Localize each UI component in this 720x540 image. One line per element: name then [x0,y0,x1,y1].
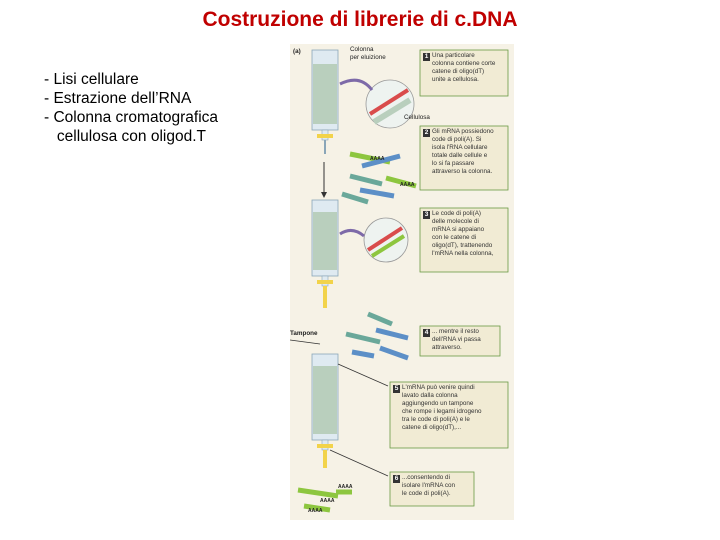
step-caption: Una particolare colonna contiene corte c… [432,52,496,83]
column-2 [311,199,339,308]
figure-illustration [289,44,514,520]
step-number: 4 [423,329,430,337]
pointer-6 [329,449,389,477]
caption-box-5 [389,381,509,449]
step-caption: ...consentendo di isolare l'mRNA con le … [402,474,455,497]
zoom-arrow-2 [339,229,365,238]
caption-box-3 [419,207,509,273]
step-caption: Le code di poli(A) delle molecole di mRN… [432,210,494,257]
polya-label: AAAA [338,484,353,490]
cellulose-label: Cellulosa [404,114,430,121]
eluted-mrna [297,487,352,513]
buffer-pointer [289,339,321,345]
step-caption: ... mentre il resto dell'RNA vi passa at… [432,328,481,351]
step-number: 6 [393,475,400,483]
caption-box-2 [419,125,509,191]
bullet-item: - Estrazione dell’RNA [44,90,192,107]
pointer-5 [337,363,389,387]
step-number: 3 [423,211,430,219]
rna-flowthrough [345,311,409,361]
polya-label: AAAA [320,498,335,504]
bullet-item: - Lisi cellulare [44,71,139,88]
bullet-item: - Colonna cromatografica [44,109,219,126]
cdna-library-figure: (a) Colonna per eluizione Cellulosa Tamp… [289,44,514,520]
zoom-arrow-1 [339,78,374,91]
column-label: Colonna per eluizione [350,46,386,61]
caption-box-4 [419,325,501,357]
step-caption: L'mRNA può venire quindi lavato dalla co… [402,384,482,431]
step-number: 5 [393,385,400,393]
panel-label: (a) [293,48,301,55]
polya-label: AAAA [400,182,415,188]
polya-label: AAAA [308,508,323,514]
step-caption: Gli mRNA possiedono code di poli(A). Si … [432,128,494,175]
column-1 [311,49,339,154]
step-number: 1 [423,53,430,61]
slide-title: Costruzione di librerie di c.DNA [202,8,518,31]
step-number: 2 [423,129,430,137]
column-3 [311,353,339,468]
bullet-list: - Lisi cellulare - Estrazione dell’RNA -… [44,70,218,146]
rna-mix-2 [341,151,417,205]
caption-box-6 [389,471,475,507]
bullet-item: cellulosa con oligod.T [44,128,206,145]
caption-box-1 [419,49,509,97]
buffer-label: Tampone [290,330,318,337]
polya-label: AAAA [370,156,385,162]
